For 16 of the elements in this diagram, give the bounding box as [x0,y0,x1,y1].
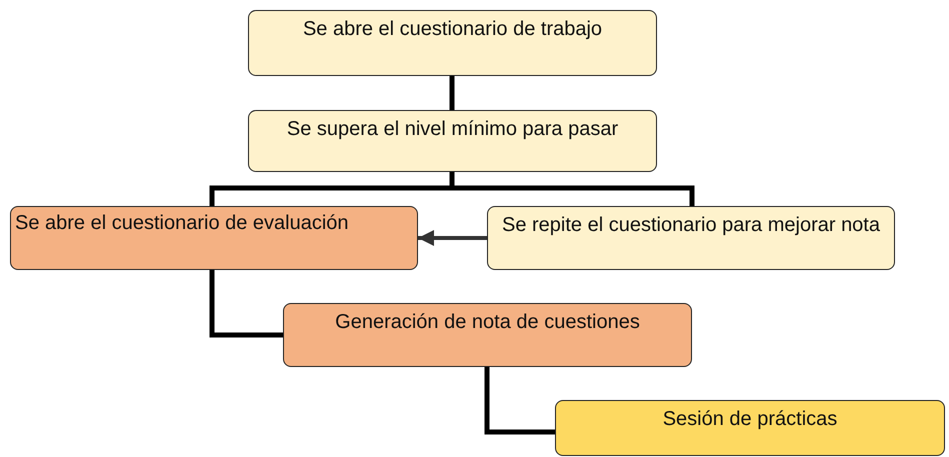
box-text: Sesión de prácticas [662,407,838,431]
box-text: Se abre el cuestionario de trabajo [302,17,602,41]
process-box [487,206,895,270]
arrow [418,230,487,246]
process-box [248,10,657,76]
box-text: Generación de nota de cuestiones [335,310,640,334]
box-text: Se abre el cuestionario de evaluación [15,211,349,235]
process-box [283,303,692,367]
box-text: Se repite el cuestionario para mejorar nota [502,213,880,237]
process-box [555,400,945,456]
connector-line [484,367,555,434]
connector-line [450,76,454,110]
box-text: Se supera el nivel mínimo para pasar [286,117,618,141]
process-box [10,206,418,270]
process-box [248,110,657,172]
connector-line [210,270,283,338]
